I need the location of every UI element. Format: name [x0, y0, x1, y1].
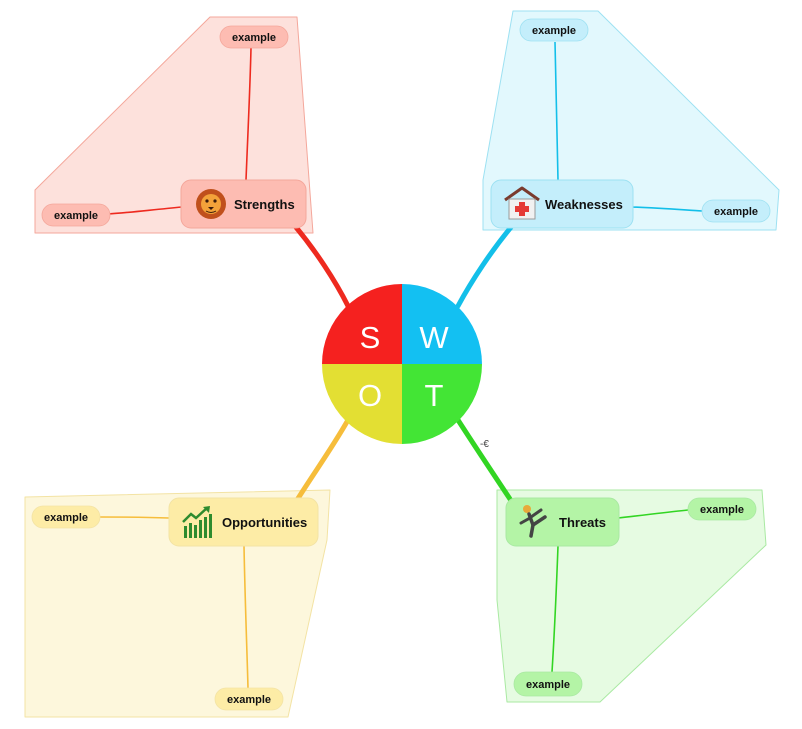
weaknesses-example-top[interactable]: example: [519, 18, 589, 42]
swot-letter-t: T: [425, 378, 444, 413]
example-label: example: [232, 32, 276, 44]
threats-example-connector: [617, 509, 689, 519]
strengths-example-connector: [245, 47, 252, 181]
swot-letter-o: O: [358, 378, 382, 413]
opportunities-group-boundary: [24, 489, 331, 718]
example-label: example: [227, 694, 271, 706]
weaknesses-label: Weaknesses: [545, 197, 623, 212]
example-label: example: [54, 210, 98, 222]
opportunities-example-left[interactable]: example: [31, 505, 101, 529]
opportunities-example-connector: [99, 516, 170, 519]
example-label: example: [526, 679, 570, 691]
threats-main-connector: [455, 417, 515, 505]
strengths-example-left[interactable]: example: [41, 203, 111, 227]
swot-quadrant-t: [402, 364, 482, 444]
swot-letter-s: S: [360, 320, 381, 355]
swot-quadrant-s: [322, 284, 402, 364]
weaknesses-example-connector: [631, 206, 703, 212]
swot-quadrant-w: [402, 284, 482, 364]
strengths-example-top[interactable]: example: [219, 25, 289, 49]
strengths-node[interactable]: Strengths: [180, 179, 307, 229]
threats-example-connector: [551, 545, 559, 673]
weaknesses-example-right[interactable]: example: [701, 199, 771, 223]
collapse-toggle-glyph[interactable]: -€: [480, 439, 489, 450]
threats-label: Threats: [559, 515, 606, 530]
strengths-example-connector: [107, 206, 183, 215]
growth-chart-icon: [182, 506, 212, 538]
hospital-icon: [504, 186, 540, 220]
opportunities-node[interactable]: Opportunities: [168, 497, 319, 547]
weaknesses-main-connector: [455, 223, 515, 309]
example-label: example: [44, 512, 88, 524]
threats-example-right[interactable]: example: [687, 497, 757, 521]
opportunities-main-connector: [294, 417, 351, 503]
lion-icon: [196, 189, 226, 219]
strengths-label: Strengths: [234, 197, 295, 212]
swot-letter-w: W: [419, 320, 449, 355]
opportunities-example-bottom[interactable]: example: [214, 687, 284, 711]
swot-quadrant-o: [322, 364, 402, 444]
threats-node[interactable]: Threats: [505, 497, 620, 547]
strengths-group-boundary: [34, 16, 314, 234]
opportunities-example-connector: [243, 545, 249, 689]
weaknesses-node[interactable]: Weaknesses: [490, 179, 634, 229]
strengths-main-connector: [292, 223, 351, 309]
swot-center-circle[interactable]: S W O T: [322, 284, 482, 444]
example-label: example: [532, 25, 576, 37]
example-label: example: [700, 504, 744, 516]
example-label: example: [714, 206, 758, 218]
weaknesses-example-connector: [554, 41, 559, 181]
opportunities-label: Opportunities: [222, 515, 307, 530]
threats-example-bottom[interactable]: example: [513, 671, 583, 697]
weaknesses-group-boundary: [482, 10, 780, 231]
kick-fighter-icon: [519, 505, 547, 538]
